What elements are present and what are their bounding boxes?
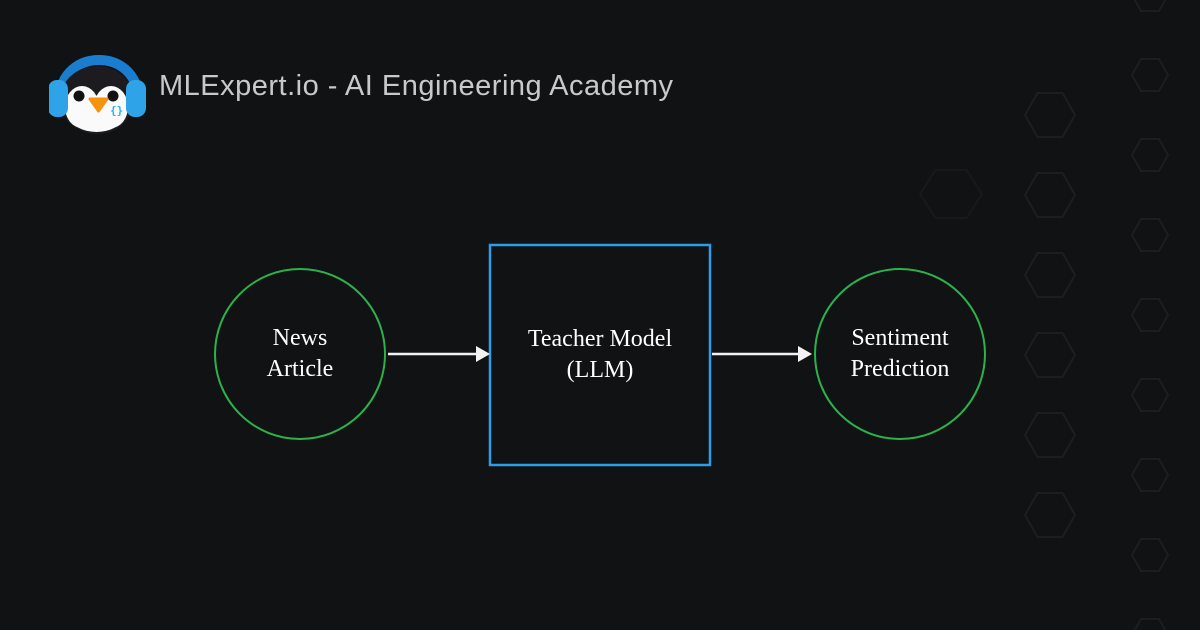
label-line: Article	[266, 356, 334, 382]
hexagon-outline	[1133, 618, 1167, 630]
edge-arrow-news-to-teacher	[388, 346, 490, 362]
hexagon-outline	[1023, 332, 1077, 378]
hexagon-outline	[1023, 412, 1077, 458]
label-line: (LLM)	[566, 357, 634, 383]
node-label-teacher-model: Teacher Model (LLM)	[490, 245, 710, 465]
node-label-sentiment-prediction: Sentiment Prediction	[815, 269, 985, 439]
hexagon-outline	[1023, 492, 1077, 538]
label-line: Teacher Model	[527, 326, 673, 352]
code-braces-glyph: {}	[110, 104, 123, 117]
hexagon-outline	[1130, 458, 1170, 492]
hexagon-outline	[1023, 252, 1077, 298]
node-teacher-model-rect	[488, 243, 712, 467]
hexagon-outline	[1133, 0, 1167, 12]
hexagon-outline	[1130, 298, 1170, 332]
label-line: Sentiment	[851, 325, 949, 351]
node-label-news-article: News Article	[215, 269, 385, 439]
hexagon-outline	[1130, 58, 1170, 92]
hexagon-outline	[1130, 538, 1170, 572]
arrowhead-icon	[798, 346, 812, 362]
label-line: News	[272, 325, 328, 351]
hexagon-outline	[1130, 138, 1170, 172]
headphones-cup-right	[126, 80, 146, 117]
penguin-eye-left	[73, 90, 85, 102]
node-sentiment-prediction-circle	[814, 268, 986, 440]
page-title: MLExpert.io - AI Engineering Academy	[159, 70, 674, 102]
penguin-eye-right	[107, 90, 119, 102]
hexagon-outline	[1130, 218, 1170, 252]
hexagon-outline	[1023, 172, 1077, 218]
hexagon-outline	[1023, 92, 1077, 138]
label-line: Prediction	[850, 356, 950, 382]
node-news-article-circle	[214, 268, 386, 440]
penguin-logo-icon: {}	[49, 55, 146, 134]
penguin-beak	[88, 97, 109, 113]
hexagon-outline	[1130, 378, 1170, 412]
arrowhead-icon	[476, 346, 490, 362]
headphones-cup-left	[49, 80, 68, 117]
edge-arrow-teacher-to-sentiment	[712, 346, 812, 362]
